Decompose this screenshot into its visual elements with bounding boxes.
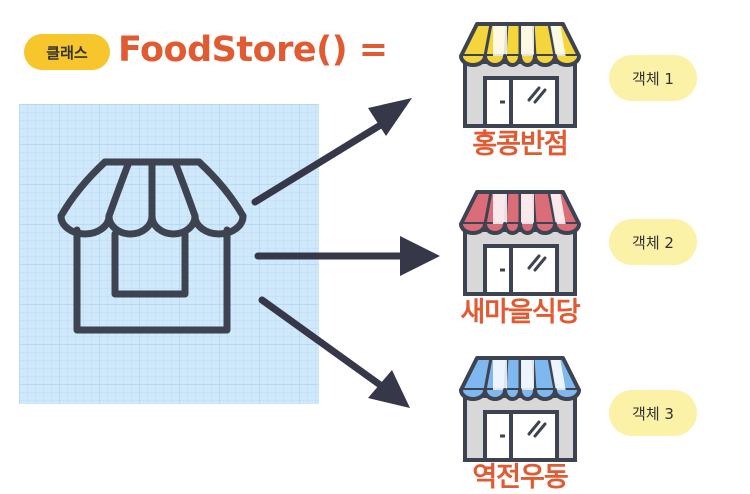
arrowhead-2	[400, 236, 440, 276]
shop-red-awning-icon	[459, 190, 581, 296]
class-title: FoodStore() =	[118, 30, 388, 70]
arrowhead-1	[368, 98, 412, 136]
object-shop-2	[455, 186, 585, 300]
shop-yellow-awning-icon	[459, 22, 581, 128]
object-shop-3	[455, 352, 585, 466]
store-name-2: 새마을식당	[460, 297, 580, 328]
arrow-to-object-1	[251, 114, 396, 206]
arrowhead-3	[368, 370, 410, 408]
shop-blue-awning-icon	[459, 356, 581, 462]
store-name-1: 홍콩반점	[472, 129, 568, 160]
object-label-2: 객체 2	[609, 219, 697, 265]
store-name-3: 역전우동	[472, 462, 568, 493]
object-label-3: 객체 3	[609, 390, 697, 436]
object-shop-1	[455, 18, 585, 132]
storefront-outline-icon	[57, 158, 247, 334]
arrow-to-object-3	[258, 296, 394, 396]
object-label-1: 객체 1	[609, 55, 697, 101]
class-badge: 클래스	[24, 34, 110, 70]
